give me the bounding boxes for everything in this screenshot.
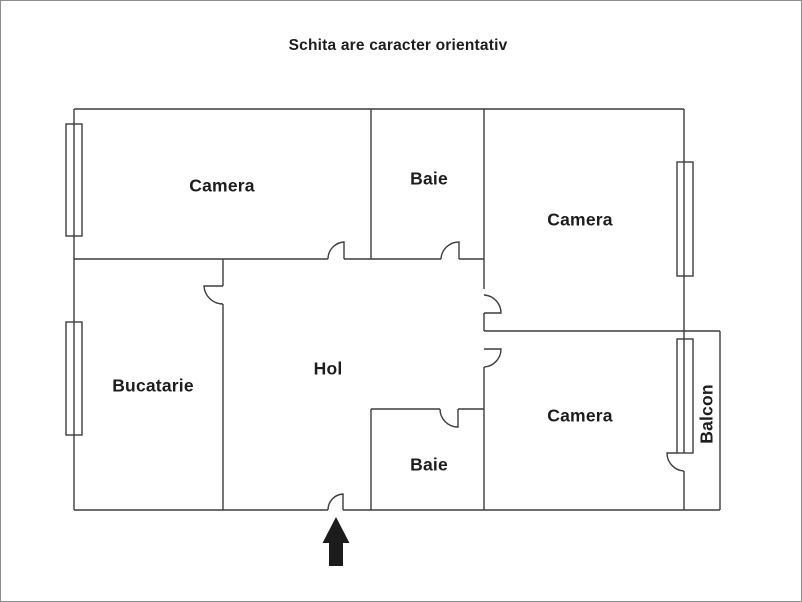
room-label-baie-bottom: Baie (410, 454, 448, 475)
door-arc-icon-entrance (327, 493, 344, 511)
room-label-camera-top-right: Camera (547, 209, 613, 230)
room-label-hol: Hol (313, 358, 343, 379)
door-arc-icon-balcon (666, 452, 685, 472)
window-icon (676, 161, 694, 277)
window-icon (676, 338, 694, 454)
door-arc-icon-camera-bottom-right (483, 348, 502, 368)
room-label-balcon: Balcon (696, 384, 717, 444)
windows (65, 123, 694, 454)
doors (203, 241, 685, 511)
entrance-arrow-icon (322, 517, 350, 566)
window-icon (65, 321, 83, 436)
plan-disclaimer-title: Schita are caracter orientativ (288, 37, 508, 54)
door-arc-icon-camera-top-left (327, 241, 345, 260)
room-label-bucatarie: Bucatarie (112, 375, 194, 396)
wall-baie-bottom (370, 408, 484, 510)
door-arc-icon-bucatarie (203, 285, 224, 305)
room-label-camera-top-left: Camera (189, 175, 255, 196)
door-arc-icon-baie-bottom (439, 408, 459, 428)
door-arc-icon-camera-top-right (483, 294, 502, 314)
room-label-camera-bottom-right: Camera (547, 405, 613, 426)
door-arc-icon-baie-top (440, 241, 460, 260)
room-label-baie-top: Baie (410, 168, 448, 189)
interior-walls (74, 109, 720, 510)
outer-walls (73, 108, 721, 511)
window-icon (65, 123, 83, 237)
